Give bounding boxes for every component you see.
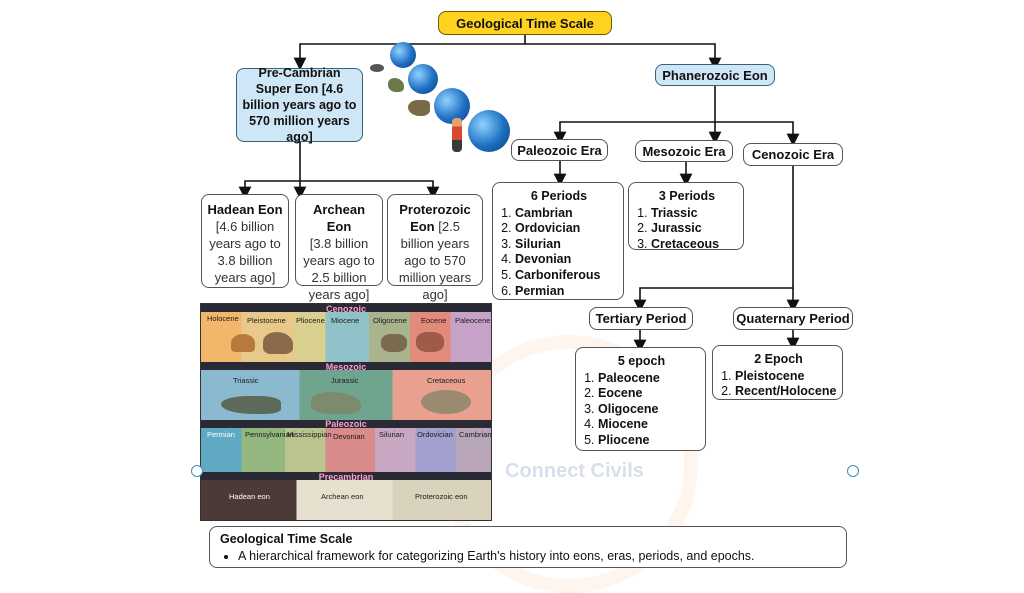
eon-range: [3.8 billion years ago to 2.5 billion ye… xyxy=(303,236,375,302)
eon-name: Archean Eon xyxy=(312,202,366,234)
mammal-icon xyxy=(231,334,255,352)
list-item: Triassic xyxy=(651,206,737,222)
eon-name: Proterozoic Eon xyxy=(399,202,471,234)
list-item: Silurian xyxy=(515,237,617,253)
summary-box: Geological Time Scale A hierarchical fra… xyxy=(209,526,847,568)
resize-handle-left[interactable] xyxy=(191,465,203,477)
paleozoic-periods: 6 Periods Cambrian Ordovician Silurian D… xyxy=(492,182,624,300)
periods-heading: 3 Periods xyxy=(658,189,716,203)
cell-label: Ordovician xyxy=(417,430,453,439)
list-item: Ordovician xyxy=(515,221,617,237)
dinosaur-icon xyxy=(421,390,471,414)
quaternary-epochs: 2 Epoch Pleistocene Recent/Holocene xyxy=(712,345,843,400)
cell-label: Jurassic xyxy=(331,376,359,385)
globe-icon xyxy=(408,64,438,94)
cell-label: Cretaceous xyxy=(427,376,466,385)
watermark-text: Connect Civils xyxy=(505,460,644,482)
cell-label: Devonian xyxy=(333,432,365,441)
cell-label: Silurian xyxy=(379,430,405,439)
resize-handle-right[interactable] xyxy=(847,465,859,477)
epochs-heading: 5 epoch xyxy=(617,354,666,368)
list-item: Cambrian xyxy=(515,206,617,222)
era-label: Mesozoic Era xyxy=(642,143,726,159)
phanerozoic-label: Phanerozoic Eon xyxy=(662,67,768,83)
eon-proterozoic: Proterozoic Eon [2.5 billion years ago t… xyxy=(387,194,483,302)
title-box: Geological Time Scale xyxy=(438,11,612,35)
globe-icon xyxy=(434,88,470,124)
list-item: Recent/Holocene xyxy=(735,384,836,400)
dinosaur-icon xyxy=(388,78,404,92)
cell-label: Paleocene xyxy=(455,316,491,325)
cell-label: Pliocene xyxy=(296,316,325,325)
list-item: Eocene xyxy=(598,386,699,402)
eon-range: [2.5 billion years ago to 570 million ye… xyxy=(398,219,472,302)
list-item: Cretaceous xyxy=(651,237,737,253)
eon-hadean: Hadean Eon [4.6 billion years ago to 3.8… xyxy=(201,194,289,288)
mammal-icon xyxy=(381,334,407,352)
cell-label: Pennsylvanian xyxy=(245,430,294,439)
era-cenozoic: Cenozoic Era xyxy=(743,143,843,166)
period-label: Quaternary Period xyxy=(736,311,850,326)
dinosaur-icon xyxy=(370,64,384,72)
list-item: Pliocene xyxy=(598,433,699,449)
cell-label: Pleistocene xyxy=(247,316,286,325)
summary-title: Geological Time Scale xyxy=(220,532,353,546)
band-label: Paleozoic xyxy=(325,419,367,429)
list-item: Jurassic xyxy=(651,221,737,237)
paleozoic-band xyxy=(201,428,491,472)
phanerozoic-node: Phanerozoic Eon xyxy=(655,64,775,86)
mammal-icon xyxy=(416,332,444,352)
summary-bullet: A hierarchical framework for categorizin… xyxy=(238,548,836,565)
eon-name: Hadean Eon xyxy=(207,202,283,217)
precambrian-band xyxy=(201,480,491,520)
list-item: Permian xyxy=(515,284,617,300)
era-paleozoic: Paleozoic Era xyxy=(511,139,608,161)
eon-range: [4.6 billion years ago to 3.8 billion ye… xyxy=(209,219,281,285)
list-item: Devonian xyxy=(515,252,617,268)
mesozoic-periods: 3 Periods Triassic Jurassic Cretaceous xyxy=(628,182,744,253)
dinosaur-icon xyxy=(408,100,430,116)
globe-icon xyxy=(468,110,510,152)
tertiary-epochs: 5 epoch Paleocene Eocene Oligocene Mioce… xyxy=(575,347,706,451)
cell-label: Oligocene xyxy=(373,316,407,325)
band-label: Cenozoic xyxy=(325,304,366,314)
cell-label: Miocene xyxy=(331,316,360,325)
epochs-heading: 2 Epoch xyxy=(754,352,803,366)
connector-lines xyxy=(238,34,800,353)
globe-icon xyxy=(390,42,416,68)
precambrian-node: Pre-Cambrian Super Eon [4.6 billion year… xyxy=(236,66,363,144)
list-item: Carboniferous xyxy=(515,268,617,284)
eon-archean: Archean Eon [3.8 billion years ago to 2.… xyxy=(295,194,383,302)
era-label: Paleozoic Era xyxy=(517,142,602,158)
cell-label: Holocene xyxy=(207,314,239,323)
band-label: Precambrian xyxy=(318,472,374,482)
cell-label: Proterozoic eon xyxy=(415,492,468,501)
cell-label: Archean eon xyxy=(321,492,364,501)
quaternary-period: Quaternary Period xyxy=(733,307,853,330)
precambrian-label: Pre-Cambrian Super Eon [4.6 billion year… xyxy=(242,66,357,144)
era-label: Cenozoic Era xyxy=(751,147,835,162)
mammal-icon xyxy=(263,332,293,354)
geological-infographic: Cenozoic Holocene Pleistocene Pliocene M… xyxy=(200,303,492,521)
dinosaur-icon xyxy=(221,396,281,414)
dinosaur-icon xyxy=(311,392,361,414)
cell-label: Hadean eon xyxy=(229,492,270,501)
cell-label: Mississippian xyxy=(287,430,332,439)
human-icon xyxy=(452,118,462,152)
periods-heading: 6 Periods xyxy=(530,189,588,203)
period-label: Tertiary Period xyxy=(595,311,687,326)
list-item: Pleistocene xyxy=(735,369,836,385)
title-text: Geological Time Scale xyxy=(456,15,594,31)
list-item: Paleocene xyxy=(598,371,699,387)
cell-label: Eocene xyxy=(421,316,447,325)
list-item: Oligocene xyxy=(598,402,699,418)
cell-label: Cambrian xyxy=(459,430,492,439)
list-item: Miocene xyxy=(598,417,699,433)
tertiary-period: Tertiary Period xyxy=(589,307,693,330)
cell-label: Triassic xyxy=(233,376,259,385)
cell-label: Permian xyxy=(207,430,235,439)
era-mesozoic: Mesozoic Era xyxy=(635,140,733,162)
band-label: Mesozoic xyxy=(325,362,367,372)
